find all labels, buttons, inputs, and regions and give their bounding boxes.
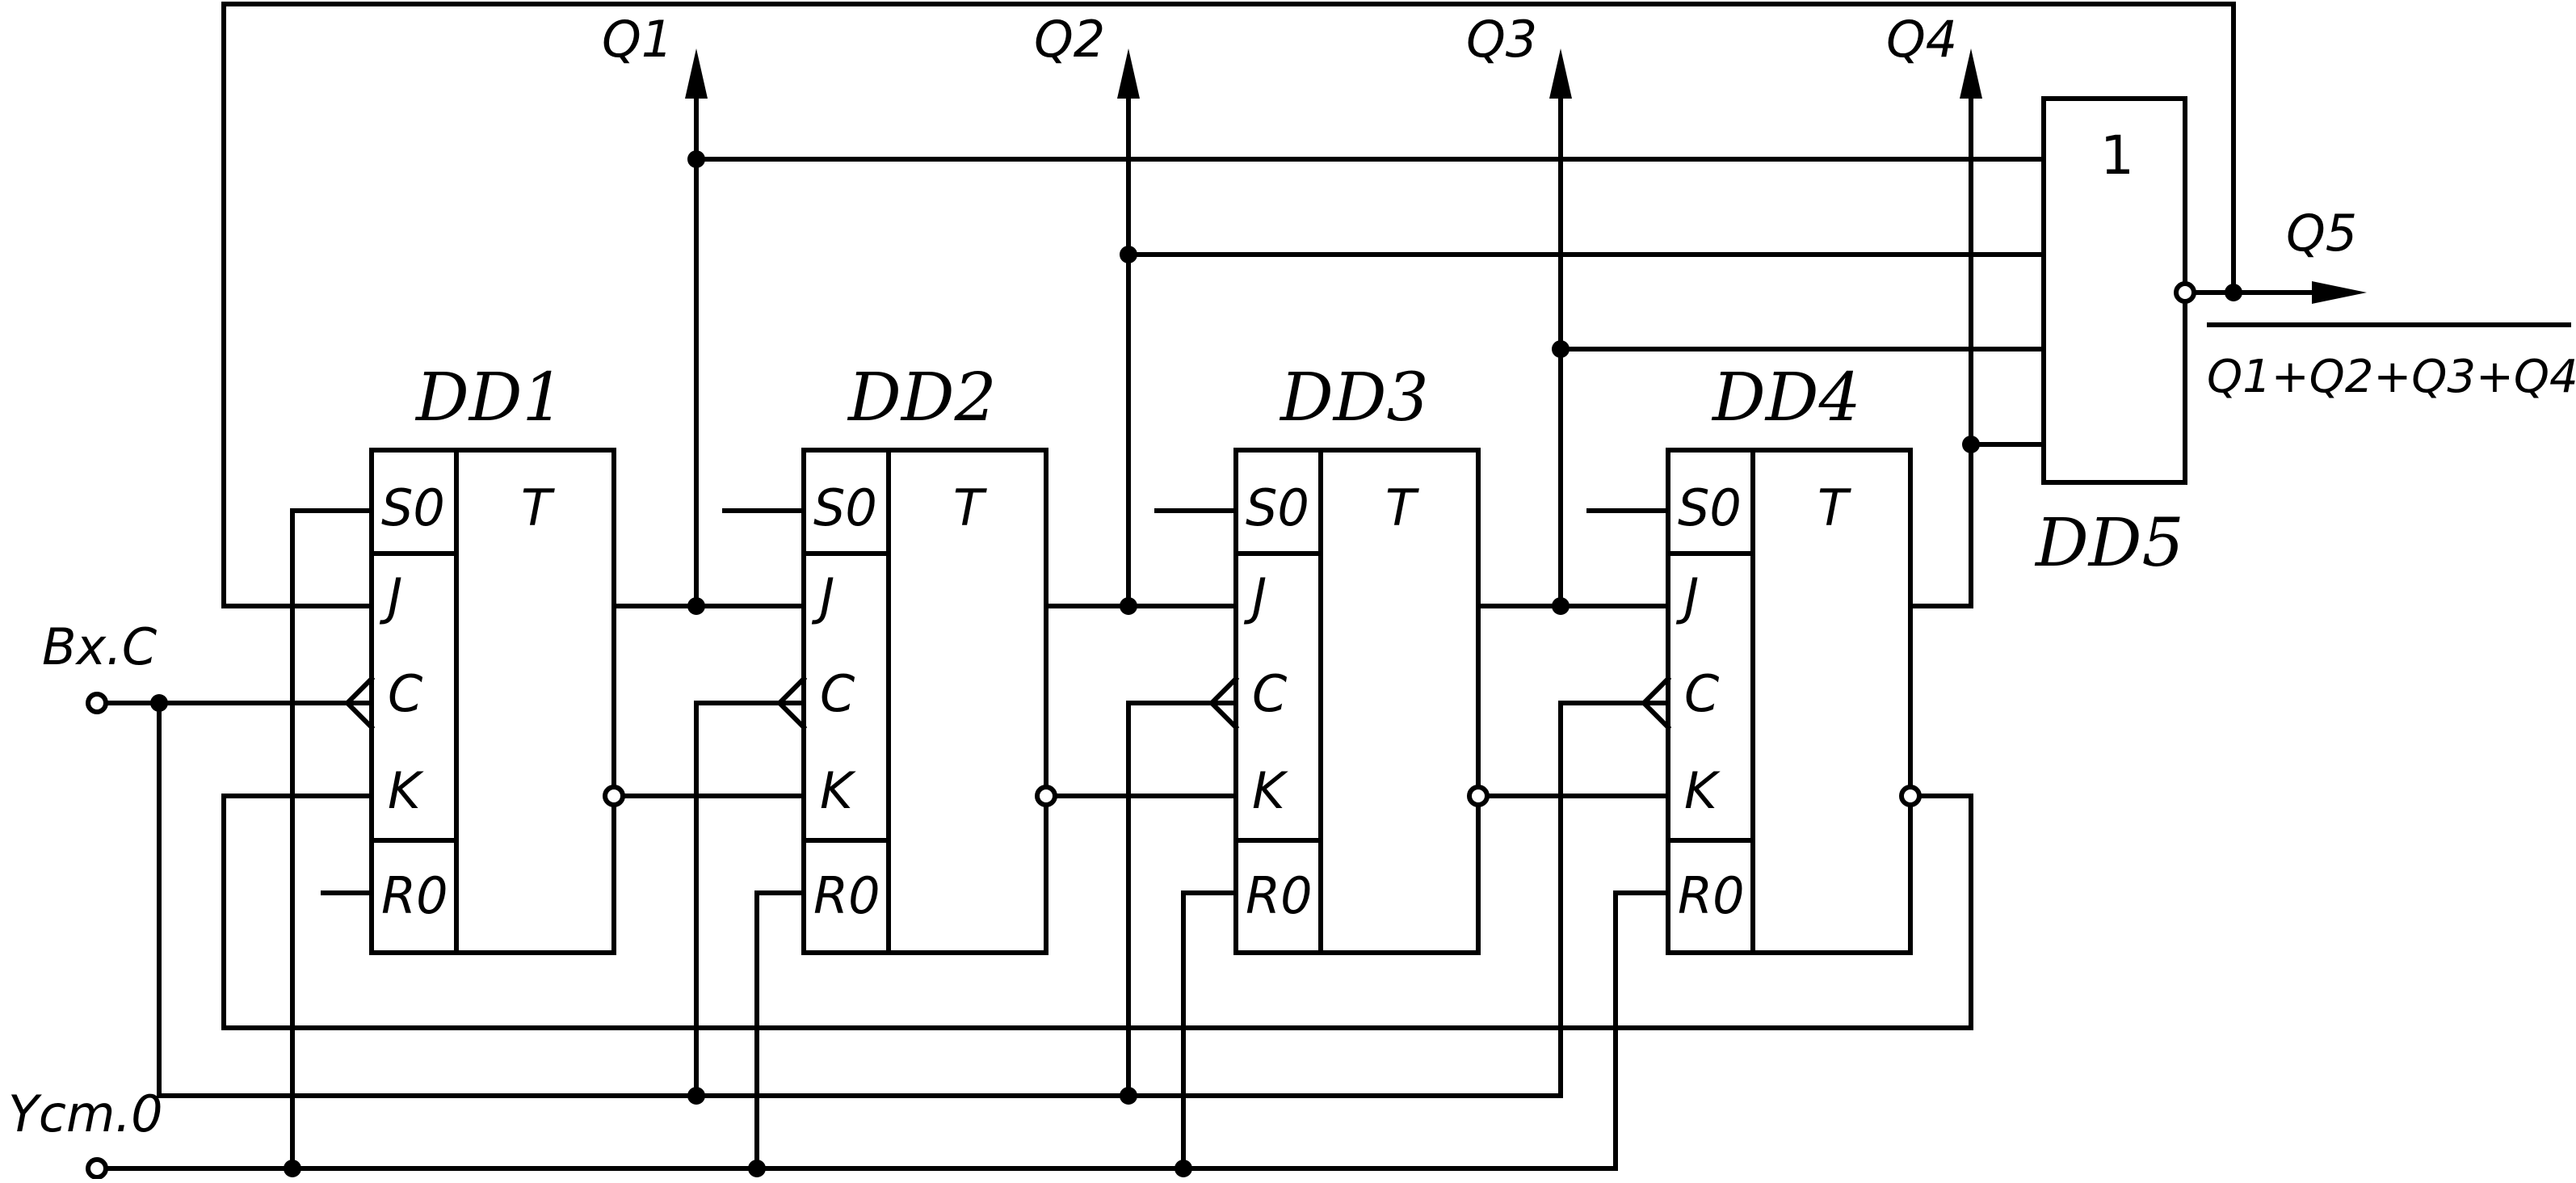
dd3-label: DD3	[1279, 360, 1429, 436]
dd4-type: T	[1817, 478, 1851, 537]
q1-label: Q1	[602, 10, 673, 69]
dd4-pin-c: C	[1684, 664, 1720, 723]
flipflop-dd3: DD3 T S0 J C K R0	[1233, 360, 1481, 955]
junction-dots	[150, 150, 2242, 1177]
dd2-type: T	[953, 478, 987, 537]
clock-input-label: Bx.C	[42, 617, 158, 676]
dd3-pin-s0: S0	[1246, 478, 1309, 537]
dd1-label: DD1	[414, 360, 565, 436]
wires	[103, 2, 2321, 1171]
q5-label: Q5	[2286, 204, 2357, 263]
dd4-pin-k: K	[1684, 761, 1721, 820]
gate-dd5: 1 DD5	[2034, 96, 2196, 582]
flipflop-dd1: DD1 T S0 J C K R0	[369, 360, 616, 955]
reset-input-label: Ycm.0	[8, 1084, 163, 1143]
dd1-pin-k: K	[388, 761, 424, 820]
flipflop-dd4: DD4 T S0 J C K R0	[1666, 360, 1913, 955]
dd4-pin-r0: R0	[1678, 866, 1745, 925]
dd2-pin-c: C	[820, 664, 855, 723]
dd5-label: DD5	[2034, 505, 2184, 582]
dd4-label: DD4	[1711, 360, 1861, 436]
dd2-label: DD2	[847, 360, 997, 436]
dd2-pin-r0: R0	[813, 866, 880, 925]
output-arrows	[685, 48, 2367, 304]
inverted-output-circles	[603, 785, 1922, 807]
dd3-pin-c: C	[1252, 664, 1288, 723]
q4-label: Q4	[1886, 10, 1957, 69]
nor-expression: Q1+Q2+Q3+Q4	[2207, 351, 2576, 403]
reset-input-terminal	[86, 1157, 108, 1180]
clock-input-terminal	[86, 692, 108, 714]
dd1-pin-s0: S0	[381, 478, 445, 537]
dd4-pin-s0: S0	[1678, 478, 1742, 537]
dd1-pin-r0: R0	[381, 866, 448, 925]
q2-label: Q2	[1034, 10, 1105, 69]
dd2-pin-k: K	[820, 761, 856, 820]
dd3-pin-k: K	[1252, 761, 1288, 820]
dd3-type: T	[1385, 478, 1419, 537]
dd3-pin-r0: R0	[1246, 866, 1313, 925]
q3-label: Q3	[1466, 10, 1537, 69]
dd1-type: T	[521, 478, 555, 537]
gate-output-inversion	[2174, 281, 2196, 304]
dd1-pin-c: C	[388, 664, 423, 723]
gate-symbol: 1	[2100, 124, 2134, 187]
flipflop-dd2: DD2 T S0 J C K R0	[801, 360, 1048, 955]
clock-triangles	[343, 675, 1672, 731]
dd2-pin-s0: S0	[813, 478, 877, 537]
